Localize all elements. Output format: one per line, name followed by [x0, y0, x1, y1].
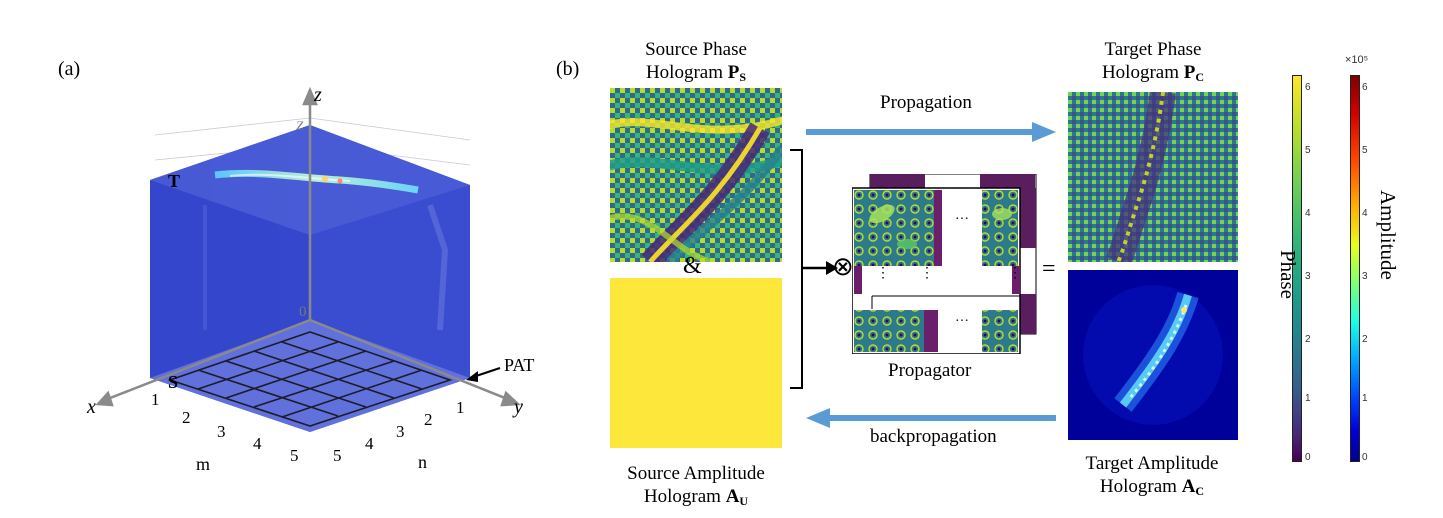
m-tick-3: 3 [217, 422, 226, 441]
z-top-tick: Z [296, 118, 304, 133]
backpropagation-label: backpropagation [870, 426, 997, 447]
amp-tick-6: 6 [1362, 82, 1368, 93]
otimes-symbol: ⊗ [832, 252, 854, 281]
source-amp-line2: Hologram AU [598, 485, 794, 513]
target-phase-caption: Target Phase Hologram PC [1068, 38, 1238, 89]
n-axis-label: n [418, 452, 427, 472]
target-amp-line1: Target Amplitude [1085, 453, 1219, 474]
source-amp-hologram-word: Hologram [643, 486, 726, 507]
axes [95, 86, 522, 407]
phase-colorbar-label: Phase [1276, 250, 1300, 299]
n-tick-5: 5 [333, 446, 342, 465]
target-phase-hologram [1068, 92, 1238, 262]
n-tick-2: 2 [424, 410, 433, 429]
source-amp-line1: Source Amplitude [627, 463, 765, 484]
target-phase-line1: Target Phase [1104, 39, 1202, 60]
propagation-label: Propagation [880, 92, 972, 113]
propagation-arrow [806, 122, 1056, 142]
target-amplitude-hologram [1068, 270, 1238, 440]
amp-tick-1: 1 [1362, 393, 1368, 404]
propagator-vdots-mid: ⋮ [920, 266, 934, 281]
target-phase-line2: Hologram PC [1068, 61, 1238, 89]
backpropagation-arrow [806, 408, 1056, 428]
target-amp-sub: C [1195, 484, 1205, 498]
pat-label: PAT [504, 355, 535, 375]
amp-tick-0: 0 [1362, 452, 1368, 463]
z-axis-label: z [314, 84, 322, 106]
m-tick-4: 4 [253, 434, 262, 453]
n-tick-3: 3 [396, 422, 405, 441]
amp-tick-4: 4 [1362, 208, 1368, 219]
n-tick-1: 1 [456, 398, 465, 417]
z-zero-tick: 0 [299, 304, 307, 320]
amp-tick-2: 2 [1362, 334, 1368, 345]
propagator-dots-bottom: … [955, 310, 969, 325]
x-axis-label: x [87, 396, 96, 418]
target-phase-sub: C [1195, 70, 1205, 84]
propagator-dots-top: … [955, 208, 969, 223]
phase-colorbar [1292, 75, 1302, 462]
target-amp-hologram-word: Hologram [1099, 476, 1182, 497]
amp-tick-3: 3 [1362, 271, 1368, 282]
source-phase-caption: Source Phase Hologram PS [610, 38, 782, 89]
source-phase-line1: Source Phase [645, 39, 747, 60]
source-amp-sub: U [739, 494, 749, 508]
phase-tick-6: 6 [1305, 82, 1311, 93]
y-axis-label: y [514, 396, 523, 418]
source-plane-label: S [168, 372, 179, 392]
base-plane [150, 320, 470, 432]
source-phase-sub: S [739, 70, 747, 84]
propagator-vdots-left: ⋮ [876, 266, 890, 281]
amp-tick-5: 5 [1362, 145, 1368, 156]
combine-bracket [790, 149, 838, 389]
equals-symbol: = [1042, 256, 1056, 282]
source-phase-line2: Hologram PS [610, 61, 782, 89]
amplitude-colorbar-label: Amplitude [1376, 190, 1400, 280]
propagator-vdots-right: ⋮ [1008, 266, 1022, 281]
source-amplitude-hologram [610, 278, 782, 448]
m-axis-label: m [196, 454, 211, 474]
panel-b-label: (b) [556, 58, 580, 80]
source-amp-symbol: A [725, 486, 740, 507]
n-tick-4: 4 [365, 434, 374, 453]
phase-tick-1: 1 [1305, 393, 1311, 404]
m-tick-5: 5 [290, 446, 299, 465]
target-amp-line2: Hologram AC [1052, 475, 1252, 503]
panel-a-label: (a) [58, 58, 81, 80]
source-amplitude-caption: Source Amplitude Hologram AU [598, 462, 794, 513]
target-beam [214, 169, 419, 194]
phase-tick-2: 2 [1305, 334, 1311, 345]
phase-tick-5: 5 [1305, 145, 1311, 156]
cube-3d-plot [95, 86, 522, 432]
ampersand: & [683, 253, 702, 279]
target-plane-label: T [168, 171, 181, 191]
target-phase-hologram-word: Hologram [1101, 62, 1184, 83]
target-amp-symbol: A [1181, 476, 1196, 497]
propagator-label: Propagator [888, 360, 972, 381]
m-tick-2: 2 [182, 408, 191, 427]
amplitude-colorbar [1350, 75, 1360, 462]
source-phase-hologram [610, 88, 782, 262]
target-phase-symbol: P [1183, 62, 1196, 83]
target-amplitude-caption: Target Amplitude Hologram AC [1052, 452, 1252, 503]
phase-tick-4: 4 [1305, 208, 1311, 219]
phase-tick-3: 3 [1305, 271, 1311, 282]
propagator-matrix [851, 173, 1038, 355]
amplitude-exponent: ×10⁵ [1345, 54, 1369, 66]
phase-tick-0: 0 [1305, 452, 1311, 463]
m-tick-1: 1 [151, 390, 160, 409]
source-phase-hologram-word: Hologram [645, 62, 728, 83]
pat-grid [167, 331, 453, 427]
source-phase-symbol: P [727, 62, 740, 83]
